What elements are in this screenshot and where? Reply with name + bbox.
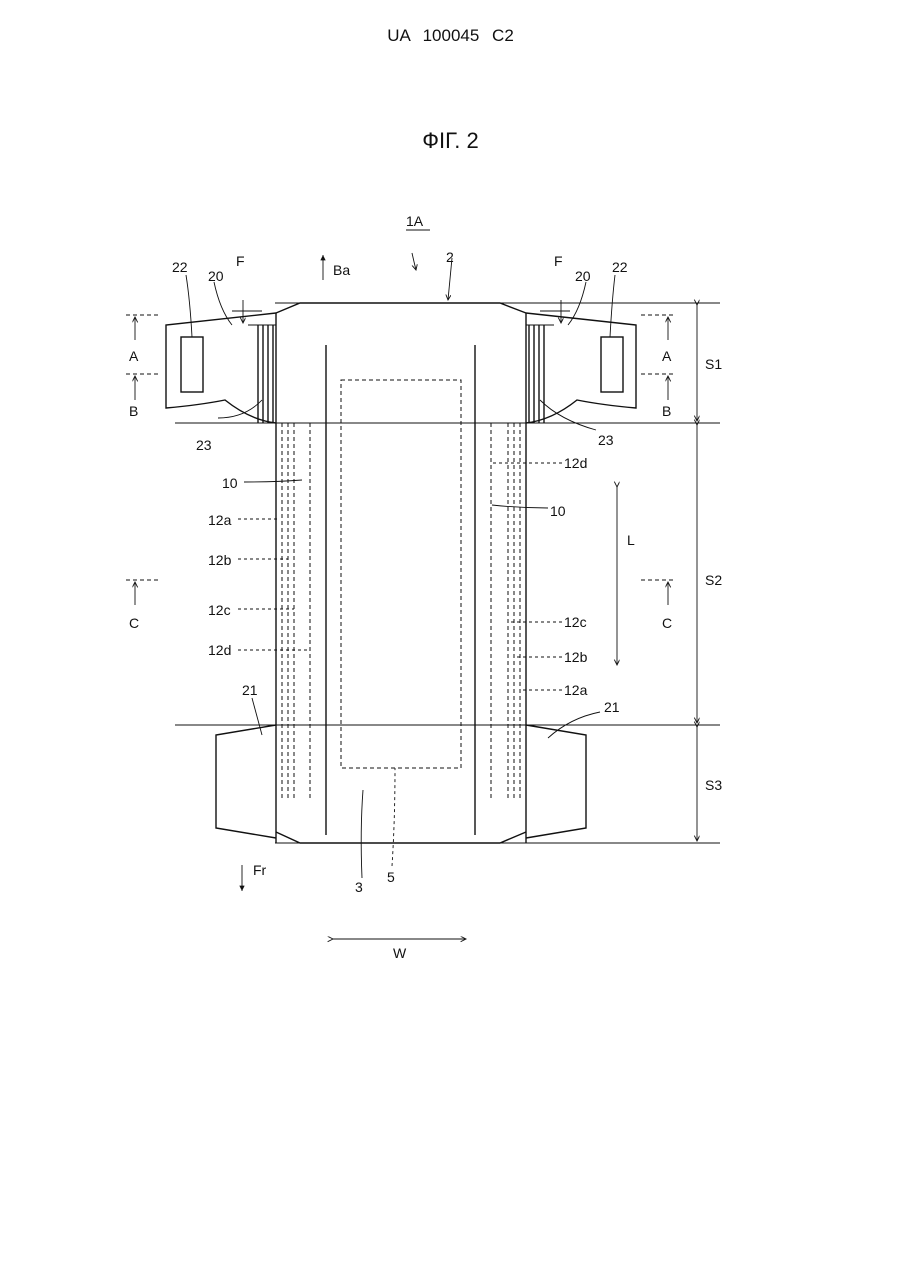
label-S3: S3 xyxy=(705,777,722,793)
label-12c-left: 12c xyxy=(208,602,231,618)
leader-lines xyxy=(186,253,615,878)
label-12d-right: 12d xyxy=(564,455,587,471)
right-back-ear xyxy=(526,313,636,423)
left-elastic-lines xyxy=(282,423,310,800)
section-reference-lines xyxy=(175,303,720,843)
label-L: L xyxy=(627,532,635,548)
label-A-left: A xyxy=(129,348,139,364)
label-B-left: B xyxy=(129,403,138,419)
label-Fr: Fr xyxy=(253,862,267,878)
label-22-left: 22 xyxy=(172,259,188,275)
label-C-right: C xyxy=(662,615,672,631)
inner-longitudinal-lines xyxy=(326,345,475,835)
label-23-left: 23 xyxy=(196,437,212,453)
label-3: 3 xyxy=(355,879,363,895)
label-20-left: 20 xyxy=(208,268,224,284)
label-21-right: 21 xyxy=(604,699,620,715)
label-12a-right: 12a xyxy=(564,682,588,698)
left-back-ear xyxy=(166,313,276,423)
label-12a-left: 12a xyxy=(208,512,232,528)
right-elastic-lines xyxy=(491,423,520,800)
diaper-body-outline xyxy=(276,303,526,843)
label-20-right: 20 xyxy=(575,268,591,284)
label-12b-right: 12b xyxy=(564,649,588,665)
label-12c-right: 12c xyxy=(564,614,587,630)
label-F-left: F xyxy=(236,253,245,269)
label-21-left: 21 xyxy=(242,682,258,698)
left-fastening-tape xyxy=(181,337,203,392)
label-5: 5 xyxy=(387,869,395,885)
label-W: W xyxy=(393,945,407,961)
label-23-right: 23 xyxy=(598,432,614,448)
label-1A: 1A xyxy=(406,213,424,229)
right-front-ear xyxy=(526,725,586,838)
label-10-left: 10 xyxy=(222,475,238,491)
absorbent-core xyxy=(341,380,461,768)
label-S1: S1 xyxy=(705,356,722,372)
label-22-right: 22 xyxy=(612,259,628,275)
label-C-left: C xyxy=(129,615,139,631)
left-front-ear xyxy=(216,725,276,838)
label-Ba: Ba xyxy=(333,262,350,278)
label-12b-left: 12b xyxy=(208,552,232,568)
label-10-right: 10 xyxy=(550,503,566,519)
left-F-dimension xyxy=(232,300,262,323)
right-fastening-tape xyxy=(601,337,623,392)
label-2: 2 xyxy=(446,249,454,265)
left-section-marker-C xyxy=(126,580,160,605)
label-12d-left: 12d xyxy=(208,642,231,658)
label-F-right: F xyxy=(554,253,563,269)
label-A-right: A xyxy=(662,348,672,364)
label-S2: S2 xyxy=(705,572,722,588)
label-B-right: B xyxy=(662,403,671,419)
right-section-marker-C xyxy=(641,580,675,605)
